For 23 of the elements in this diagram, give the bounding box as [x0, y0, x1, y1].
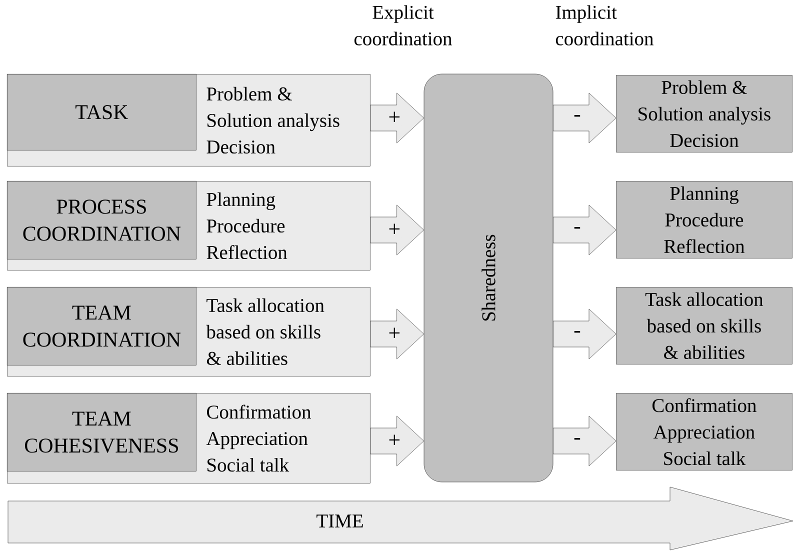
column-heading: Explicit coordination [354, 5, 452, 46]
outcome-box: Planning Procedure Reflection [616, 181, 792, 258]
edge-label: + [387, 326, 402, 342]
block-arrow [553, 204, 616, 256]
block-arrow [553, 92, 616, 144]
category-box: TEAM COHESIVENESS [7, 393, 196, 472]
category-box: PROCESS COORDINATION [7, 181, 196, 260]
block-arrow [553, 416, 616, 466]
block-arrow [553, 308, 616, 360]
outcome-box: Task allocation based on skills & abilities [616, 287, 792, 364]
outcome-box: Problem & Solution analysis Decision [616, 75, 792, 152]
edge-label: + [387, 110, 402, 126]
edge-label: - [572, 226, 582, 234]
edge-label: + [387, 434, 402, 448]
category-box: TEAM COORDINATION [7, 287, 196, 366]
column-heading: Implicit coordination [556, 5, 654, 46]
category-box: TASK [7, 74, 196, 150]
edge-label: - [572, 437, 582, 445]
outcome-box: Confirmation Appreciation Social talk [616, 393, 792, 470]
rounded-box: Sharedness [424, 74, 554, 482]
edge-label: - [572, 330, 582, 338]
edge-label: - [572, 114, 582, 122]
edge-label: + [387, 222, 402, 238]
